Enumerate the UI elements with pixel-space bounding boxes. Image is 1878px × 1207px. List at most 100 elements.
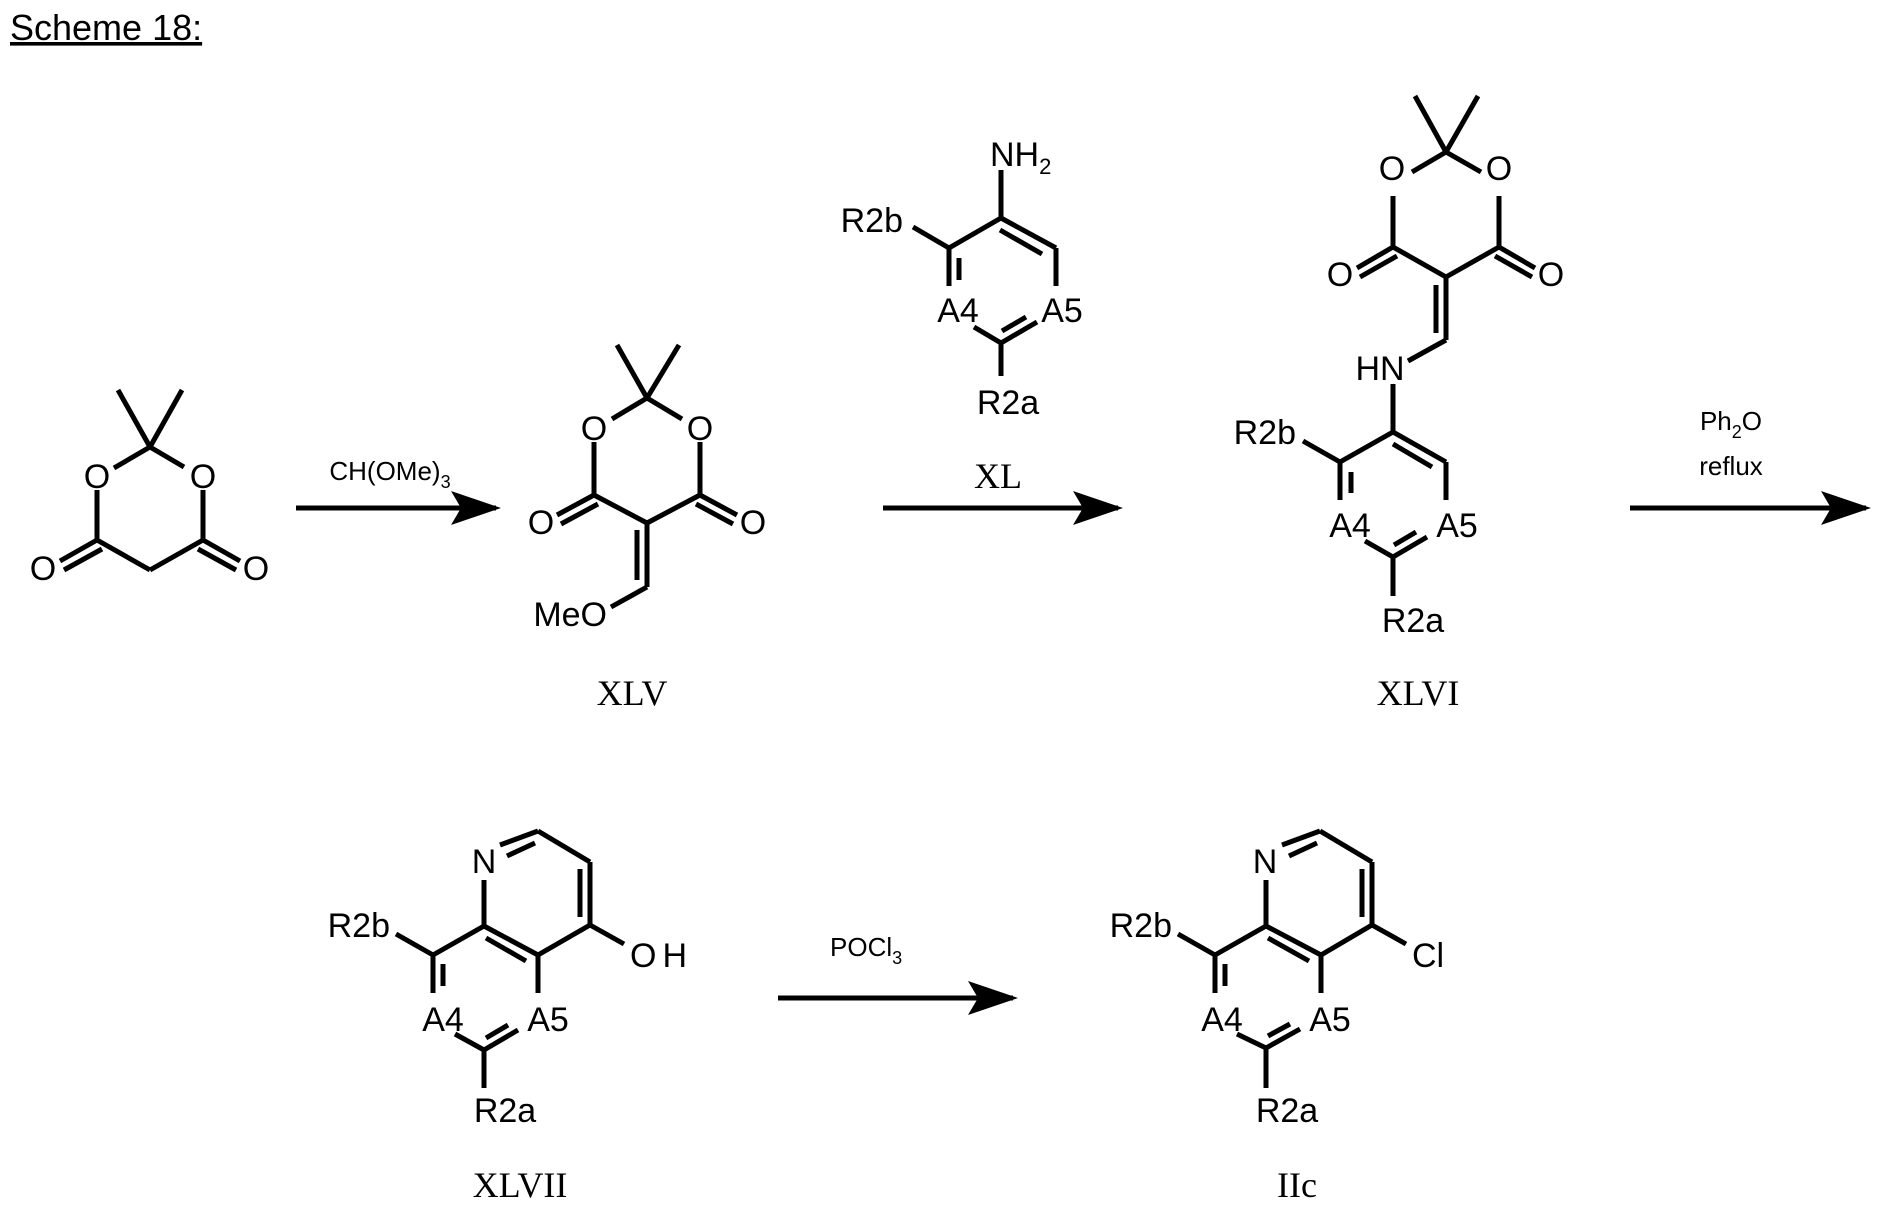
amine-group: NH2 — [990, 136, 1051, 179]
bond — [536, 828, 592, 865]
atom-n: N — [472, 843, 497, 881]
bond — [482, 923, 540, 958]
substituent-r2a: R2a — [1256, 1092, 1318, 1130]
bond — [1391, 429, 1448, 465]
compound-xlvii: N R2b A4 A5 R2a OH XLVII — [328, 828, 693, 1205]
bond — [453, 1031, 486, 1053]
atom-a4: A4 — [1201, 1001, 1243, 1039]
meldrums-acid: O O O O — [30, 388, 269, 588]
bond — [999, 215, 1058, 251]
atom-a4: A4 — [937, 292, 979, 330]
reaction-arrow-4: POCl3 — [778, 932, 1018, 1015]
atom-o: O — [528, 504, 554, 542]
bond — [482, 1027, 520, 1053]
reagent-label: CH(OMe)3 — [329, 456, 450, 492]
compound-iic: N R2b A4 A5 R2a Cl IIc — [1110, 828, 1444, 1205]
compound-xlvi: O O O O HN R2b A4 A5 R2a XLVI — [1234, 94, 1564, 713]
compound-label: IIc — [1277, 1165, 1317, 1205]
bond — [998, 227, 1044, 257]
bond — [1176, 931, 1217, 958]
bond — [1355, 244, 1395, 271]
bond — [1319, 922, 1374, 958]
substituent-r2a: R2a — [1382, 602, 1444, 640]
atom-o: O — [581, 410, 607, 448]
bond — [694, 501, 735, 527]
bond — [1358, 253, 1399, 280]
bond — [484, 935, 528, 964]
atom-o: O — [190, 458, 216, 496]
atom-o: O — [740, 504, 766, 542]
bond — [536, 922, 592, 958]
bond — [1444, 244, 1501, 280]
bond — [431, 923, 486, 958]
bond — [147, 388, 185, 449]
reaction-arrow-3: Ph2O reflux — [1630, 406, 1871, 525]
bond — [1266, 935, 1311, 964]
atom-o: O — [243, 550, 269, 588]
atom-o: O — [1538, 256, 1564, 294]
bond — [1391, 441, 1434, 470]
reagent-label: POCl3 — [830, 932, 902, 968]
bond — [112, 444, 152, 471]
atom-a5: A5 — [527, 1001, 569, 1039]
atom-o: O — [84, 458, 110, 496]
bond — [1363, 538, 1395, 560]
bond — [1264, 923, 1323, 958]
substituent-r2b: R2b — [1234, 414, 1296, 452]
compound-label: XLVII — [473, 1165, 568, 1205]
substituent-r2b: R2b — [1110, 907, 1172, 945]
bond — [1497, 244, 1537, 271]
bond — [148, 537, 205, 573]
atom-o: O — [1327, 256, 1353, 294]
bond — [972, 324, 1003, 346]
hydroxyl-group: OH — [630, 937, 693, 975]
chloro-group: Cl — [1412, 937, 1444, 975]
bond — [1266, 1021, 1292, 1039]
bond — [62, 546, 104, 573]
compound-xl: NH2 R2b A4 A5 R2a — [841, 136, 1083, 422]
bond — [592, 492, 649, 526]
substituent-r2a: R2a — [977, 384, 1039, 422]
compound-xlv: O O O O MeO XLV — [528, 343, 766, 713]
reaction-arrow-1: CH(OMe)3 — [296, 456, 501, 525]
bond — [1444, 149, 1483, 175]
bond — [1318, 828, 1374, 865]
bond — [999, 319, 1039, 346]
bond — [614, 343, 650, 400]
bond — [1213, 923, 1268, 958]
bond — [499, 828, 539, 848]
bond — [1391, 244, 1448, 280]
bond — [201, 537, 242, 564]
compound-label: XLVI — [1377, 673, 1460, 713]
bond — [947, 215, 1003, 251]
bond — [698, 492, 739, 518]
atom-a4: A4 — [422, 1001, 464, 1039]
bond — [1412, 94, 1449, 154]
substituent-r2b: R2b — [328, 907, 390, 945]
bond — [1287, 840, 1319, 859]
bond — [644, 343, 682, 400]
bond — [484, 1022, 510, 1041]
compound-label: XLV — [597, 673, 668, 713]
bond — [1443, 94, 1481, 154]
condition-label: reflux — [1699, 451, 1763, 481]
reagent-label: Ph2O — [1700, 406, 1762, 442]
scheme-title: Scheme 18: — [10, 7, 202, 48]
reaction-arrow-2: XL — [883, 456, 1123, 525]
bond — [1406, 337, 1448, 364]
amine-group: HN — [1355, 350, 1404, 388]
bond — [196, 546, 238, 573]
bond — [1000, 314, 1028, 334]
bond — [95, 537, 152, 573]
bond — [115, 388, 153, 449]
substituent-r2a: R2a — [474, 1092, 536, 1130]
bond — [58, 537, 99, 564]
atom-o: O — [687, 410, 713, 448]
bond — [588, 922, 626, 947]
bond — [1338, 429, 1395, 465]
atom-a5: A5 — [1309, 1001, 1351, 1039]
methoxy-group: MeO — [533, 596, 607, 634]
atom-n: N — [1253, 843, 1278, 881]
bond — [559, 501, 600, 527]
bond — [1493, 253, 1534, 280]
